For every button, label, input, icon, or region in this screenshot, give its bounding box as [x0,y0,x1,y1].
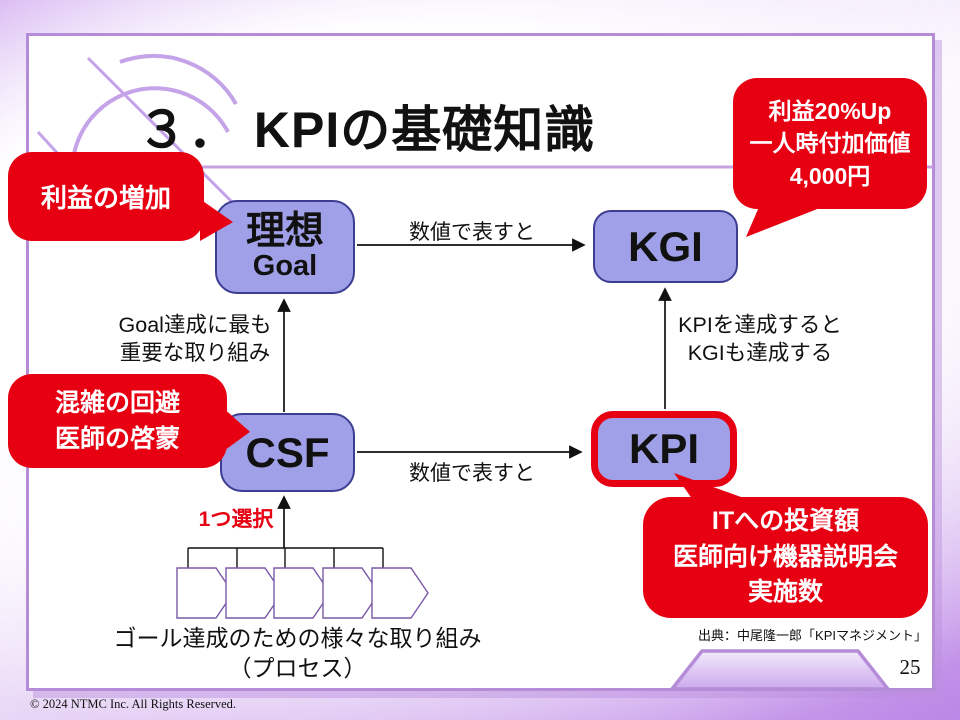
bubble-csf-example: 混雑の回避 医師の啓蒙 [8,374,227,468]
bubble-kpi-example: ITへの投資額 医師向け機器説明会 実施数 [643,497,928,618]
node-ideal-label: 理想 [245,210,324,254]
label-csf-to-kpi: 数値で表すと [409,462,535,485]
source-citation: 出典：中尾隆一郎「KPIマネジメント」 [698,628,927,643]
label-kpi-to-kgi: KPIを達成すると KGIも達成する [678,313,842,365]
node-ideal: 理想 Goal [215,200,355,294]
copyright-footer: © 2024 NTMC Inc. All Rights Reserved. [30,697,237,711]
label-ideal-to-kgi: 数値で表すと [409,221,535,244]
page-title: ３． KPIの基礎知識 [137,102,596,158]
node-kpi: KPI [591,411,737,487]
label-csf-to-ideal: Goal達成に最も 重要な取り組み [118,313,272,365]
process-caption: ゴール達成のための様々な取り組み （プロセス） [113,625,482,681]
node-ideal-sublabel: Goal [252,250,318,283]
node-kgi: KGI [593,210,738,283]
bubble-goal-example: 利益の増加 [8,152,204,241]
label-select-one: 1つ選択 [198,508,274,531]
node-kgi-label: KGI [628,222,703,270]
node-csf-label: CSF [245,428,330,476]
node-kpi-label: KPI [628,425,699,472]
page-number: 25 [899,655,921,679]
bubble-kgi-example: 利益20%Up 一人時付加価値 4,000円 [733,78,927,209]
